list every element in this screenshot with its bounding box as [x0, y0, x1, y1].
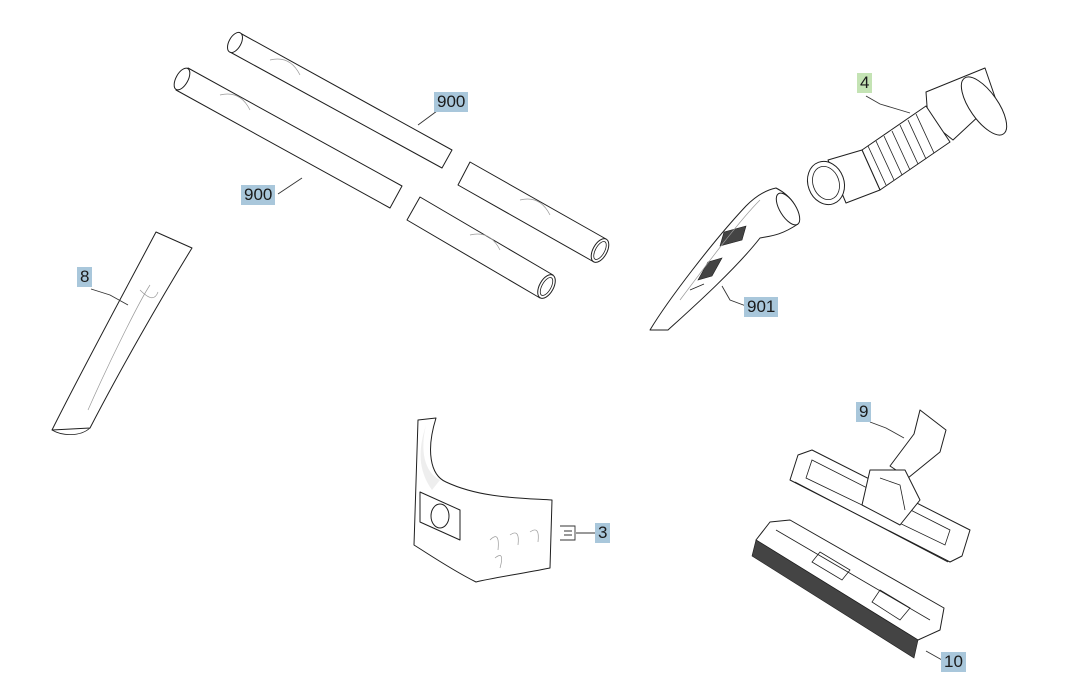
callout-10[interactable]: 10 — [941, 652, 966, 672]
callout-900-lower[interactable]: 900 — [241, 185, 276, 205]
callout-4[interactable]: 4 — [857, 73, 873, 93]
callout-8[interactable]: 8 — [77, 267, 93, 287]
callout-901[interactable]: 901 — [744, 297, 779, 317]
suction-hose[interactable] — [802, 67, 1015, 210]
filter-bag[interactable] — [413, 417, 553, 583]
crevice-nozzle[interactable] — [51, 231, 193, 436]
suction-tube-upper[interactable] — [224, 30, 612, 265]
floor-nozzle[interactable] — [789, 409, 971, 563]
callout-900-upper[interactable]: 900 — [434, 92, 469, 112]
callout-9[interactable]: 9 — [856, 402, 872, 422]
leader-lines — [90, 95, 943, 661]
brush-insert[interactable] — [751, 519, 945, 659]
elbow[interactable] — [649, 187, 804, 331]
callout-3[interactable]: 3 — [595, 523, 611, 543]
suction-tube-lower[interactable] — [171, 66, 559, 302]
